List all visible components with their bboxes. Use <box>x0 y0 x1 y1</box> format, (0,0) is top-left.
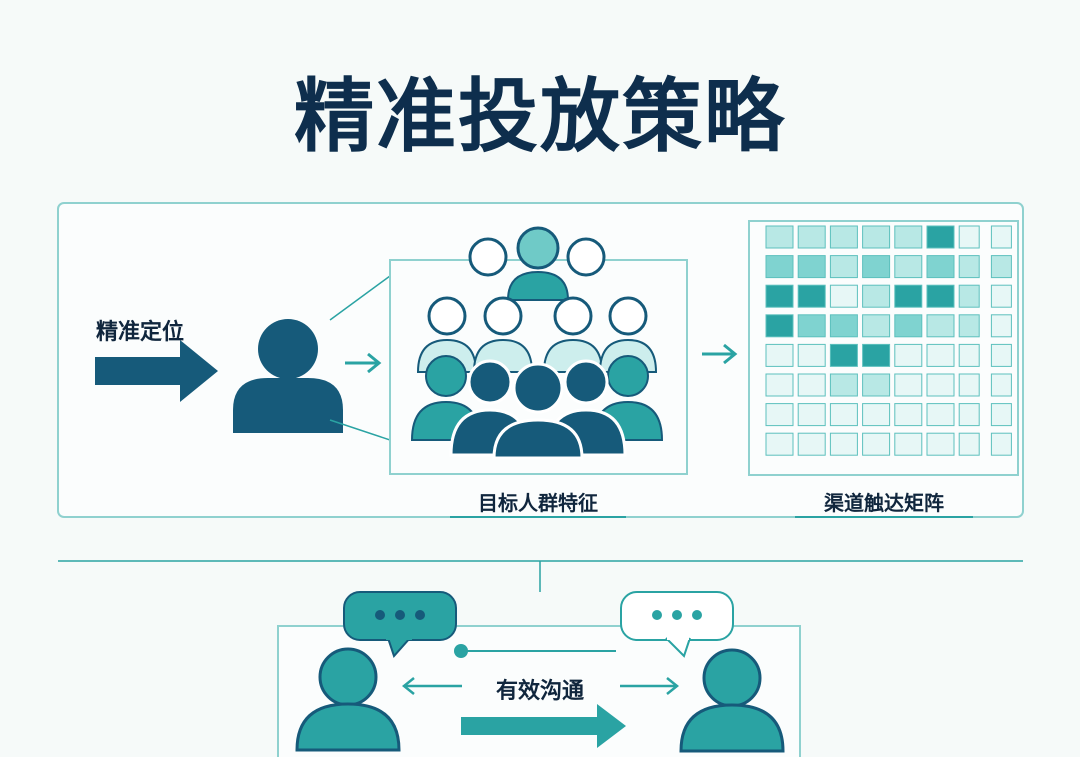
right-arrow-icon <box>95 340 218 402</box>
small-arrow-icon <box>345 352 382 374</box>
matrix-cell <box>829 432 858 456</box>
left-arrow-icon <box>401 677 462 695</box>
matrix-underline <box>795 516 973 518</box>
matrix-cell <box>829 225 858 249</box>
matrix-cell <box>765 225 794 249</box>
matrix-cell <box>862 343 891 367</box>
person-left-icon <box>295 647 401 752</box>
matrix-cell <box>765 373 794 397</box>
matrix-cell <box>862 284 891 308</box>
matrix-cell <box>958 343 980 367</box>
person-icon <box>233 319 343 433</box>
matrix-cell <box>765 284 794 308</box>
matrix-cell <box>797 225 826 249</box>
matrix-cell <box>926 225 955 249</box>
matrix-cell <box>765 343 794 367</box>
matrix-cell <box>829 403 858 427</box>
matrix-cell <box>926 403 955 427</box>
matrix-cell <box>990 432 1012 456</box>
matrix-cell <box>862 225 891 249</box>
matrix-cell <box>765 432 794 456</box>
matrix-cell <box>926 314 955 338</box>
matrix-cell <box>990 284 1012 308</box>
matrix-cell <box>797 432 826 456</box>
matrix-cell <box>926 373 955 397</box>
matrix-cell <box>862 432 891 456</box>
audience-label: 目标人群特征 <box>478 491 598 515</box>
matrix-cell <box>797 314 826 338</box>
right-arrow-small-icon <box>620 677 680 695</box>
matrix-cell <box>862 403 891 427</box>
matrix-cell <box>990 403 1012 427</box>
small-arrow-icon <box>702 343 738 365</box>
matrix-cell <box>958 432 980 456</box>
person-right-icon <box>679 648 785 753</box>
matrix-cell <box>958 314 980 338</box>
matrix-cell <box>894 373 923 397</box>
matrix-cell <box>926 284 955 308</box>
matrix-cell <box>797 255 826 279</box>
matrix-cell <box>765 255 794 279</box>
matrix-cell <box>862 373 891 397</box>
communication-box-frame <box>277 625 801 757</box>
targeting-label: 精准定位 <box>96 320 185 345</box>
matrix-cell <box>894 255 923 279</box>
matrix-cell <box>894 343 923 367</box>
matrix-cell <box>894 314 923 338</box>
matrix-cell <box>894 432 923 456</box>
matrix-cell <box>765 403 794 427</box>
matrix-cell <box>926 255 955 279</box>
matrix-cell <box>797 343 826 367</box>
matrix-cell <box>990 255 1012 279</box>
matrix-cell <box>862 255 891 279</box>
communication-label: 有效沟通 <box>495 679 584 704</box>
matrix-cell <box>829 343 858 367</box>
matrix-cell <box>958 225 980 249</box>
matrix-cell <box>765 314 794 338</box>
matrix-cell <box>829 314 858 338</box>
matrix-cell <box>894 403 923 427</box>
matrix-cell <box>990 343 1012 367</box>
matrix-cell <box>958 373 980 397</box>
matrix-cell <box>894 225 923 249</box>
speech-bubble-icon <box>343 591 457 658</box>
matrix-cell <box>990 225 1012 249</box>
matrix-cell <box>958 403 980 427</box>
matrix-cell <box>926 343 955 367</box>
speech-bubble-outline-icon <box>620 591 734 658</box>
matrix-cell <box>797 373 826 397</box>
matrix-cell <box>958 255 980 279</box>
matrix-cell <box>926 432 955 456</box>
channel-matrix-grid <box>765 225 1012 456</box>
matrix-cell <box>797 403 826 427</box>
matrix-cell <box>862 314 891 338</box>
big-right-arrow-icon <box>461 704 626 748</box>
matrix-cell <box>958 284 980 308</box>
matrix-cell <box>894 284 923 308</box>
audience-underline <box>450 516 626 518</box>
matrix-cell <box>990 314 1012 338</box>
matrix-label: 渠道触达矩阵 <box>824 491 944 515</box>
matrix-cell <box>797 284 826 308</box>
crowd-icon <box>410 226 664 460</box>
page-title: 精准投放策略 <box>294 70 786 163</box>
matrix-cell <box>829 255 858 279</box>
matrix-cell <box>990 373 1012 397</box>
matrix-cell <box>829 373 858 397</box>
matrix-cell <box>829 284 858 308</box>
